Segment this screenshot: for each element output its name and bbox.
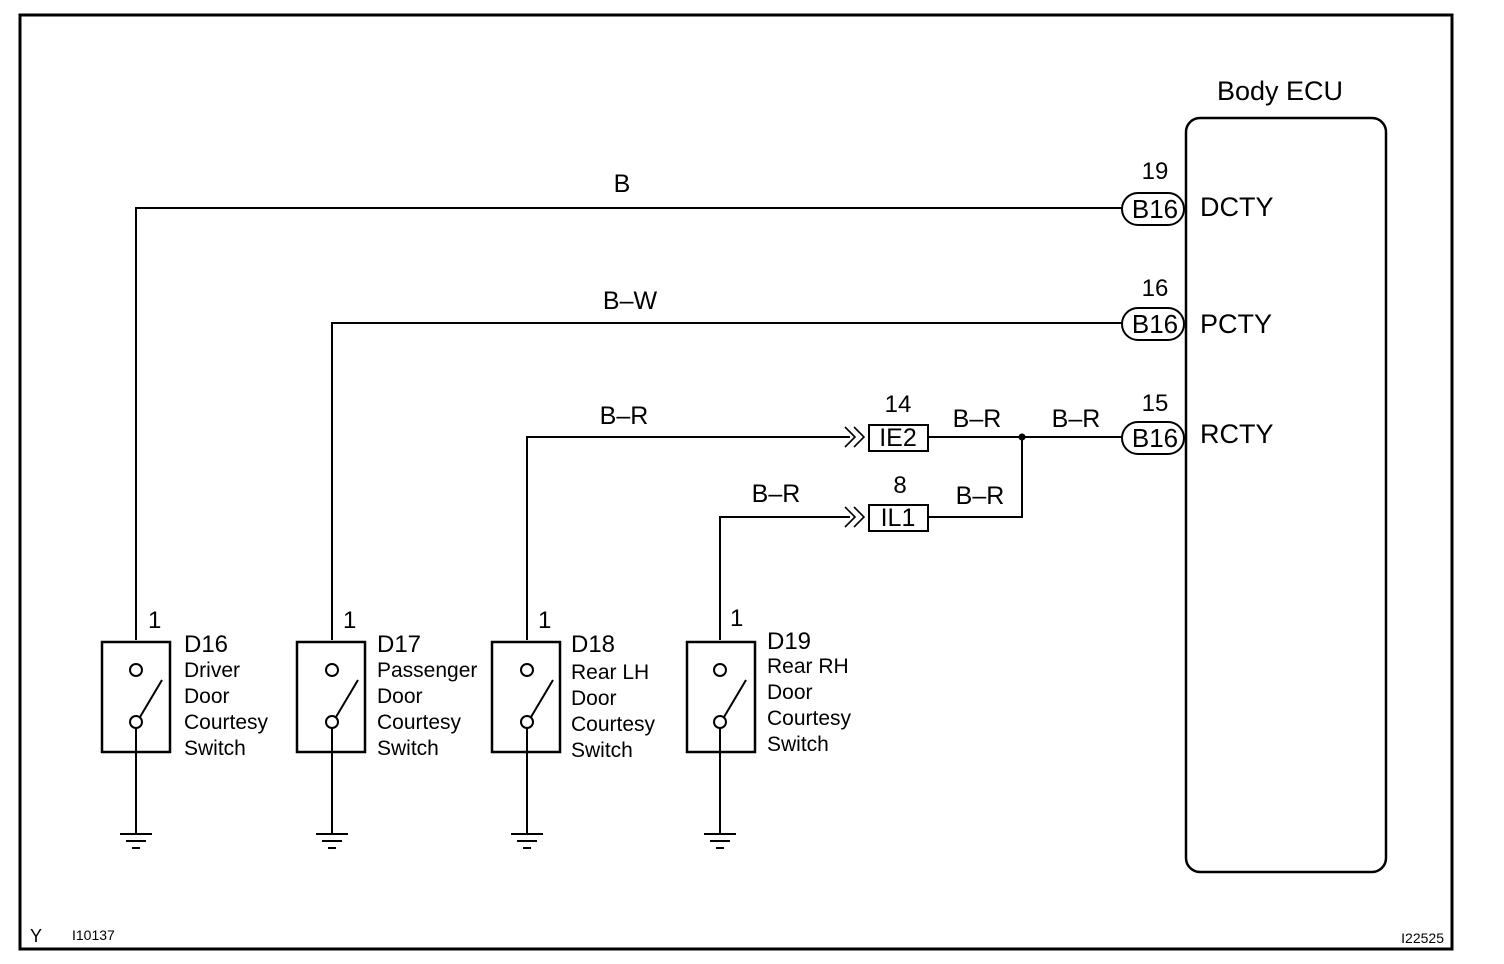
wire-color-rear-lh: B–R [600, 402, 649, 430]
switch-desc-d18-2: Door [571, 687, 617, 710]
footer-left-id: I10137 [72, 927, 115, 943]
wire-driver [135, 207, 1124, 640]
wire-color-driver: B [614, 170, 631, 198]
connector-badge-pcty [1121, 307, 1185, 341]
switch-desc-d16-4: Switch [184, 737, 246, 760]
switch-contact [129, 715, 143, 729]
ground-icon [511, 833, 543, 849]
ground-icon [316, 833, 348, 849]
ground-icon [704, 833, 736, 849]
junction-id-il1: IL1 [881, 504, 916, 532]
pin-number-dcty: 19 [1142, 158, 1169, 185]
diagram-frame [18, 13, 1454, 951]
pin-number-pcty: 16 [1142, 275, 1169, 302]
footer-right-id: I22525 [1401, 930, 1444, 946]
switch-desc-d17-4: Switch [377, 737, 439, 760]
signal-rcty: RCTY [1200, 419, 1274, 449]
wire-rear-lh [526, 426, 866, 640]
switch-desc-d18-1: Rear LH [571, 661, 649, 684]
switch-contact [520, 715, 534, 729]
switch-desc-d17-3: Courtesy [377, 711, 462, 734]
switch-id-d16: D16 [184, 631, 228, 658]
junction-pin-ie2: 14 [885, 391, 912, 418]
switch-id-d19: D19 [767, 628, 811, 655]
switch-contact [129, 663, 143, 677]
switch-desc-d17-2: Door [377, 685, 423, 708]
connector-label-rcty: B16 [1132, 423, 1178, 453]
junction-connector-il1 [868, 504, 929, 532]
switch-d19 [685, 640, 757, 849]
ground-icon [120, 833, 152, 849]
switch-desc-d19-2: Door [767, 681, 813, 704]
switch-desc-d19-4: Switch [767, 733, 829, 756]
connector-badge-rcty [1121, 421, 1185, 455]
switch-desc-d19-3: Courtesy [767, 707, 852, 730]
switch-pin-d17: 1 [343, 607, 356, 634]
switch-desc-d19-1: Rear RH [767, 655, 849, 678]
switch-contact [325, 663, 339, 677]
wire-color-rear-lh-out: B–R [953, 405, 1002, 433]
switch-contact [713, 663, 727, 677]
switch-id-d18: D18 [571, 631, 615, 658]
switch-desc-d18-3: Courtesy [571, 713, 656, 736]
signal-pcty: PCTY [1200, 309, 1272, 339]
switch-pin-d16: 1 [148, 607, 161, 634]
wire-il1-out [928, 437, 1023, 518]
switch-contact [520, 663, 534, 677]
switch-blade [530, 679, 554, 718]
ecu-title: Body ECU [1217, 76, 1343, 106]
wire-color-rear-rh-out: B–R [956, 482, 1005, 510]
signal-dcty: DCTY [1200, 192, 1274, 222]
switch-contact [325, 715, 339, 729]
junction-pin-il1: 8 [893, 472, 906, 499]
switch-d16 [100, 640, 172, 849]
switch-blade [139, 679, 163, 718]
switch-d17 [295, 640, 367, 849]
wire-passenger [331, 322, 1124, 640]
switch-pin-d19: 1 [730, 605, 743, 632]
wire-color-rear-rh: B–R [752, 480, 801, 508]
switch-desc-d18-4: Switch [571, 739, 633, 762]
switch-pin-d18: 1 [538, 607, 551, 634]
junction-connector-ie2 [868, 424, 929, 452]
switch-desc-d16-1: Driver [184, 659, 240, 682]
wire-rear-rh [719, 506, 866, 640]
switch-id-d17: D17 [377, 631, 421, 658]
switch-desc-d17-1: Passenger [377, 659, 477, 682]
footer-left-code: Y [30, 926, 42, 946]
body-ecu-box [1184, 116, 1388, 874]
switch-blade [723, 679, 747, 718]
connector-badge-dcty [1121, 192, 1185, 226]
switch-blade [335, 679, 359, 718]
connector-label-dcty: B16 [1132, 194, 1178, 224]
switch-contact [713, 715, 727, 729]
switch-d18 [490, 640, 562, 849]
wire-color-rear-common: B–R [1052, 405, 1101, 433]
switch-desc-d16-3: Courtesy [184, 711, 269, 734]
switch-desc-d16-2: Door [184, 685, 230, 708]
pin-number-rcty: 15 [1142, 390, 1169, 417]
junction-id-ie2: IE2 [879, 424, 917, 452]
connector-label-pcty: B16 [1132, 309, 1178, 339]
wire-color-passenger: B–W [603, 287, 658, 315]
